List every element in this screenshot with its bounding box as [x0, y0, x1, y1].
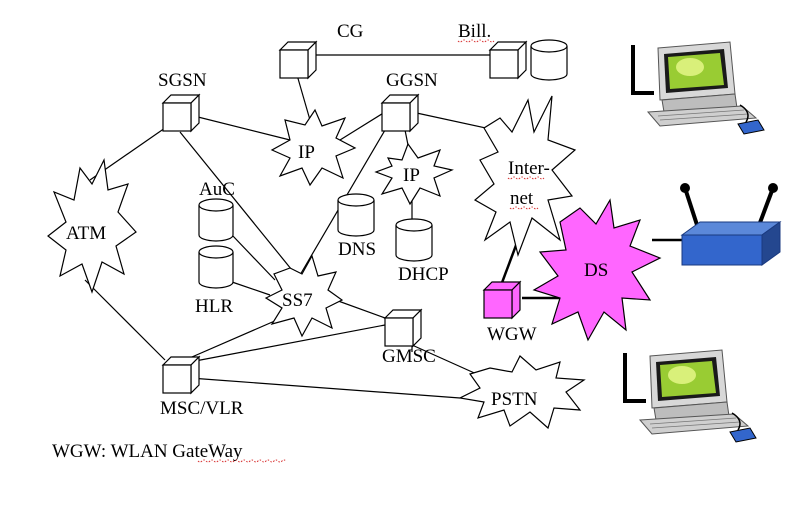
cg-node: CG — [278, 21, 364, 80]
ip-burst-mid: IP — [374, 142, 454, 206]
auc-database-icon: AuC — [198, 179, 235, 242]
dhcp-database-icon: DHCP — [395, 218, 449, 285]
ip-mid-label: IP — [403, 165, 420, 186]
dns-label: DNS — [338, 239, 376, 260]
pstn-burst: PSTN — [458, 355, 586, 430]
ss7-label: SS7 — [282, 290, 313, 311]
access-point-icon — [680, 183, 782, 266]
legend-caption: WGW: WLAN GateWay — [52, 441, 243, 462]
gmsc-node: GMSC — [382, 308, 436, 367]
wgw-label: WGW — [487, 324, 537, 345]
hlr-label: HLR — [195, 296, 233, 317]
internet-label-line1: Inter- — [508, 158, 550, 179]
ip-top-label: IP — [298, 142, 315, 163]
ggsn-label: GGSN — [386, 70, 438, 91]
msc-vlr-node: MSC/VLR — [160, 355, 244, 419]
atm-label: ATM — [66, 223, 106, 244]
dns-database-icon: DNS — [337, 193, 376, 260]
ds-burst: DS — [532, 198, 662, 342]
ds-label: DS — [584, 260, 608, 281]
computer-icon-bottom — [623, 349, 757, 443]
internet-burst: Inter- net — [473, 95, 577, 258]
gmsc-label: GMSC — [382, 346, 436, 367]
cg-label: CG — [337, 21, 364, 42]
ggsn-node: GGSN — [380, 70, 438, 133]
ss7-burst: SS7 — [264, 254, 344, 338]
auc-label: AuC — [199, 179, 235, 200]
wgw-node: WGW — [482, 280, 537, 345]
sgsn-node: SGSN — [158, 70, 207, 133]
hlr-database-icon: HLR — [195, 245, 234, 317]
pstn-label: PSTN — [491, 389, 538, 410]
computer-icon-top — [631, 41, 765, 135]
internet-label-line2: net — [510, 188, 534, 209]
msc-vlr-label: MSC/VLR — [160, 398, 244, 419]
atm-burst: ATM — [47, 157, 137, 294]
sgsn-label: SGSN — [158, 70, 207, 91]
bill-node: Bill. — [457, 21, 568, 81]
ip-burst-top: IP — [270, 108, 357, 187]
dhcp-label: DHCP — [398, 264, 449, 285]
bill-database-icon — [530, 39, 568, 81]
bill-label: Bill. — [458, 21, 491, 42]
